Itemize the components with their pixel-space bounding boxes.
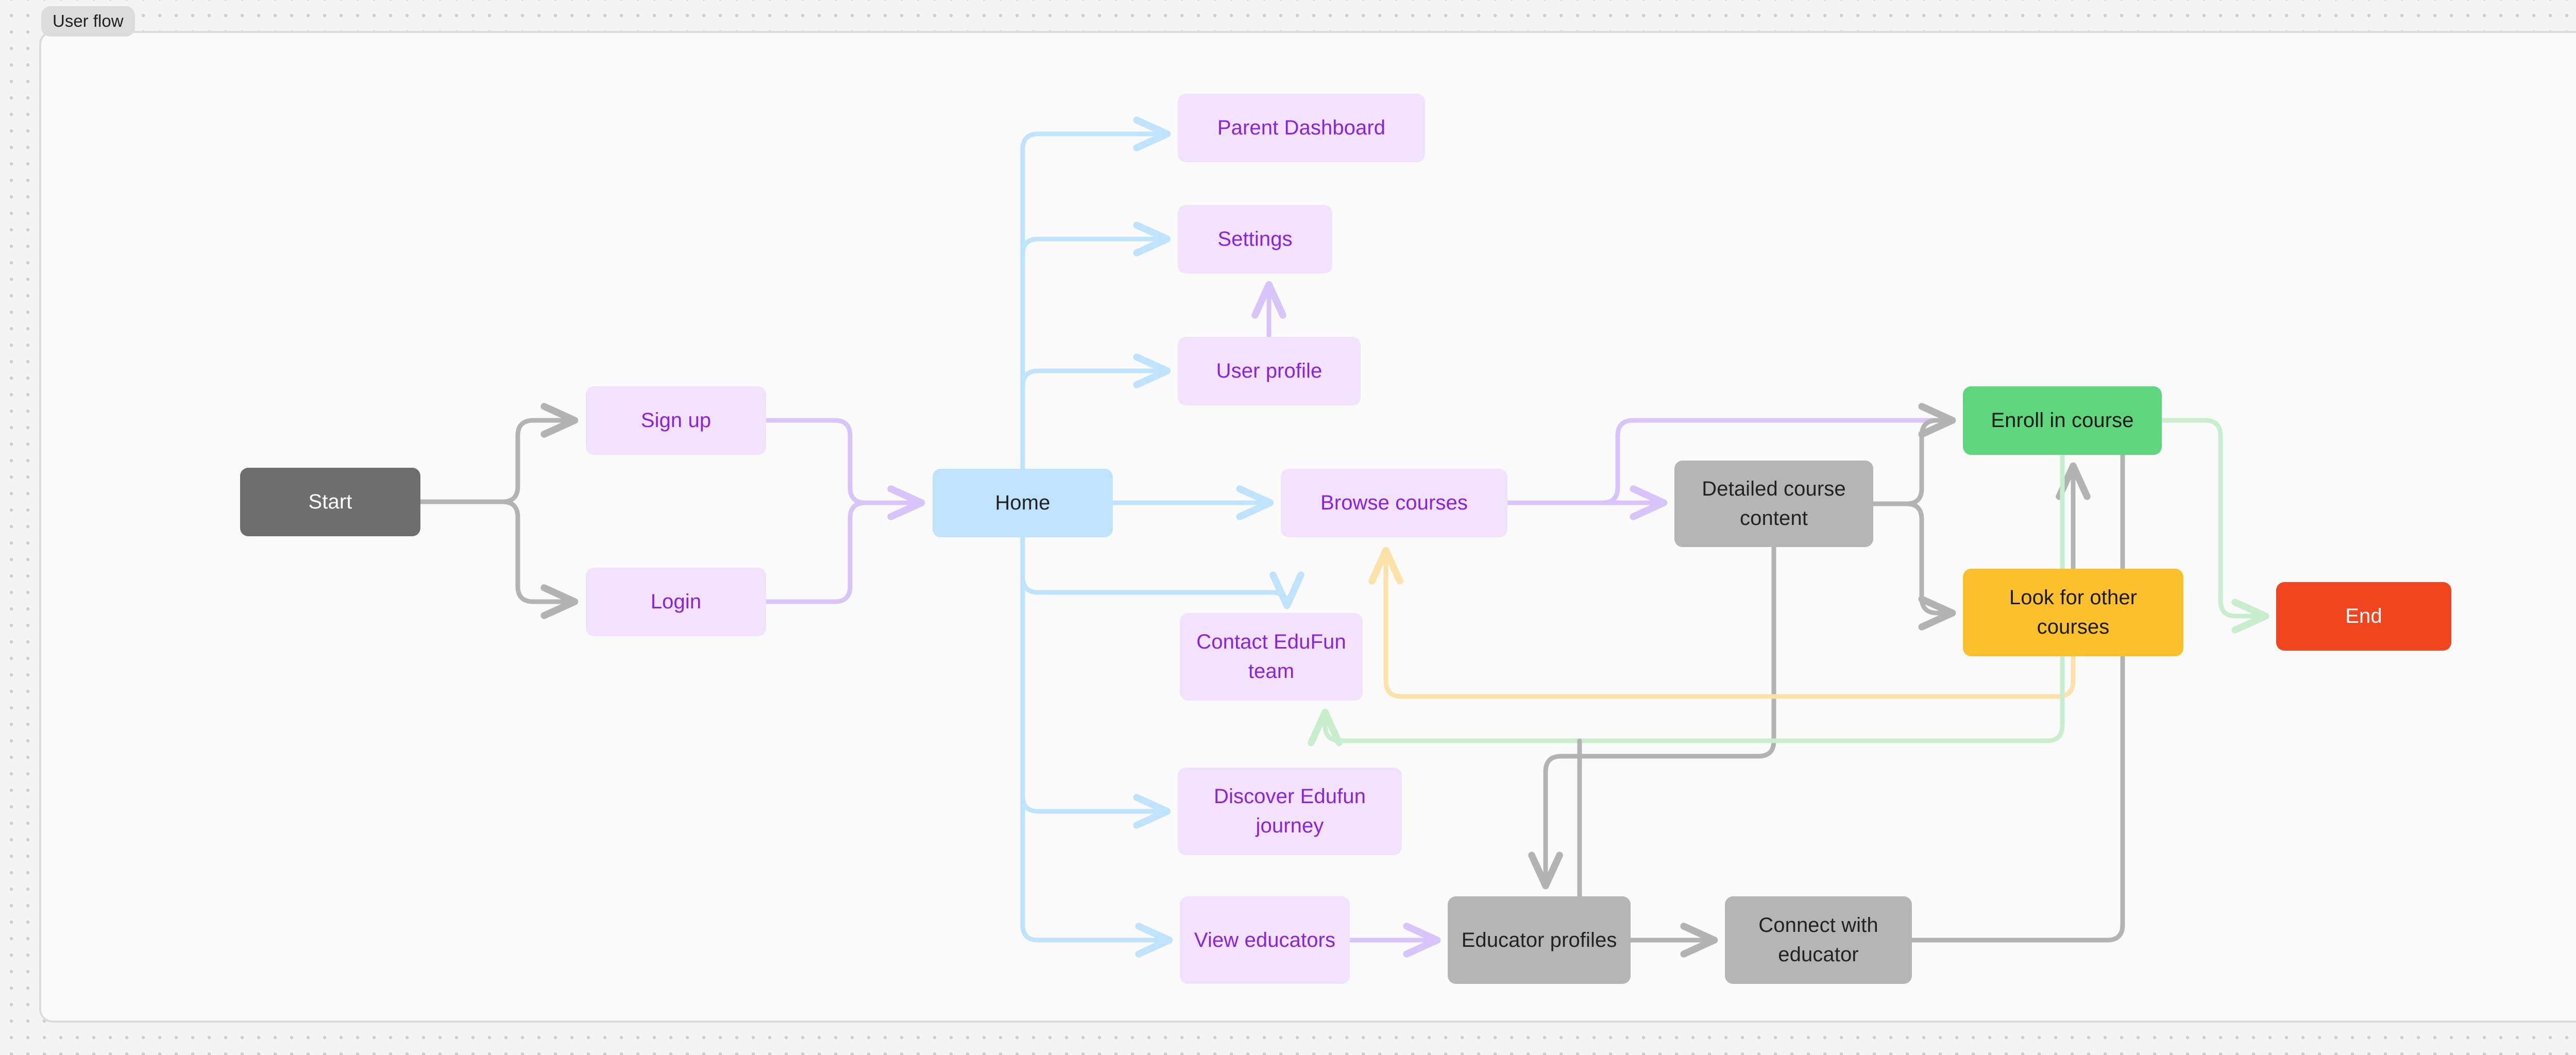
- flow-node-signup[interactable]: Sign up: [586, 386, 766, 455]
- flow-node-contact[interactable]: Contact EduFun team: [1180, 613, 1363, 701]
- flow-node-label: Login: [650, 590, 702, 614]
- flow-node-label: Settings: [1217, 228, 1293, 251]
- flow-node-educator-prof[interactable]: Educator profiles: [1448, 896, 1631, 984]
- flow-node-label: Educator profiles: [1461, 928, 1617, 951]
- flow-node-label: Sign up: [640, 409, 711, 432]
- flow-node-view-edu[interactable]: View educators: [1180, 896, 1350, 984]
- flow-node-start[interactable]: Start: [240, 468, 420, 536]
- flow-node-home[interactable]: Home: [933, 469, 1113, 537]
- flow-node-label: Detailed course content: [1702, 478, 1846, 530]
- flow-node-label: User profile: [1216, 360, 1323, 383]
- flow-node-browse[interactable]: Browse courses: [1281, 469, 1507, 537]
- flow-node-settings[interactable]: Settings: [1178, 205, 1332, 274]
- flow-node-label: View educators: [1194, 928, 1336, 951]
- flow-node-parent-dash[interactable]: Parent Dashboard: [1178, 94, 1425, 162]
- flow-node-label: Look for other courses: [2009, 586, 2138, 638]
- flow-node-label: Enroll in course: [1991, 409, 2134, 432]
- flow-node-label: Discover Edufun journey: [1214, 785, 1366, 837]
- flow-node-enroll[interactable]: Enroll in course: [1963, 386, 2162, 455]
- frame-label[interactable]: User flow: [41, 6, 135, 37]
- flow-node-label: Parent Dashboard: [1217, 116, 1386, 140]
- flow-node-label: Contact EduFun team: [1196, 631, 1346, 683]
- flow-node-end[interactable]: End: [2276, 582, 2451, 651]
- flow-node-detail[interactable]: Detailed course content: [1674, 461, 1873, 547]
- flow-node-label: Home: [995, 491, 1050, 515]
- flow-node-login[interactable]: Login: [586, 568, 766, 636]
- flow-node-look-other[interactable]: Look for other courses: [1963, 569, 2183, 656]
- flow-node-connect-edu[interactable]: Connect with educator: [1725, 896, 1912, 984]
- flow-node-label: End: [2345, 605, 2382, 628]
- flow-node-label: Connect with educator: [1758, 914, 1878, 966]
- flow-node-label: Browse courses: [1320, 491, 1468, 515]
- flow-node-label: Start: [308, 490, 352, 514]
- flow-node-discover[interactable]: Discover Edufun journey: [1178, 768, 1402, 855]
- flow-node-user-profile[interactable]: User profile: [1178, 337, 1361, 405]
